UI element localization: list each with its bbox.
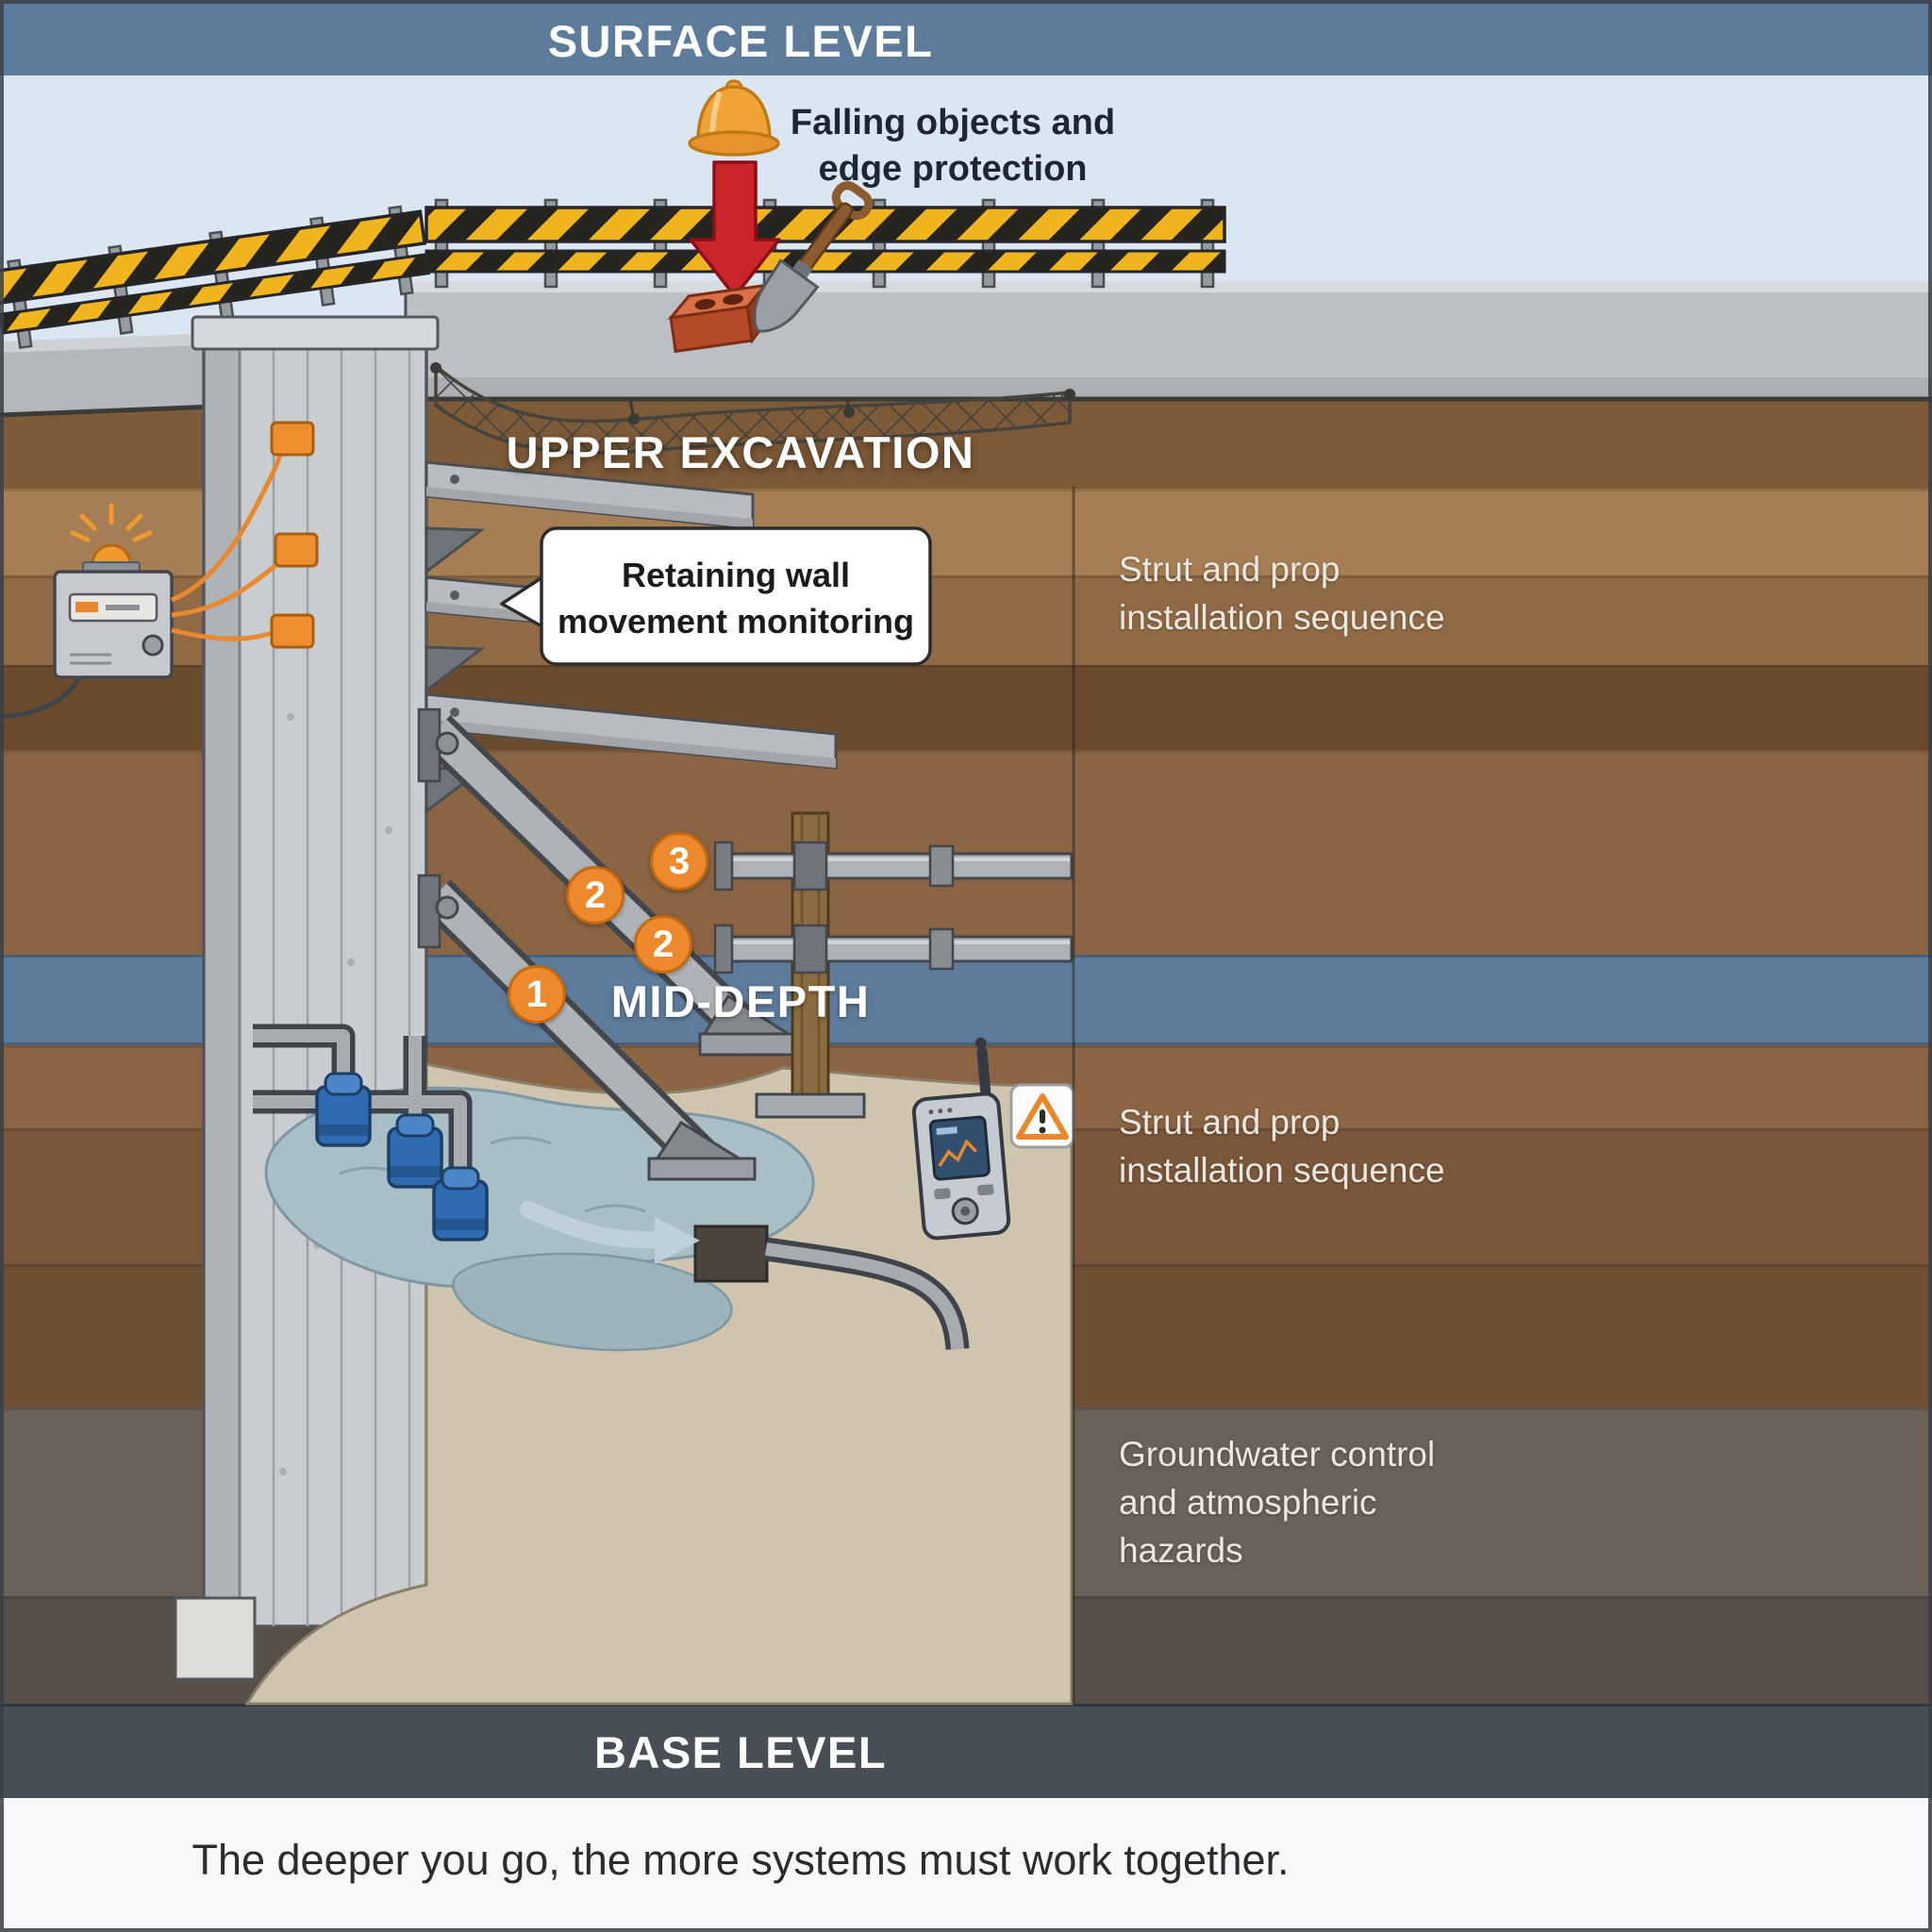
monitoring-bubble-line1: Retaining wall xyxy=(621,556,851,594)
hard-hat-icon xyxy=(688,79,780,157)
warning-triangle-icon xyxy=(1009,1083,1075,1149)
monitoring-bubble-line2: movement monitoring xyxy=(557,601,915,641)
submersible-pump-icon xyxy=(432,1166,489,1241)
horizontal-strut xyxy=(713,924,1074,974)
upper-excavation-title: UPPER EXCAVATION xyxy=(506,427,975,477)
safety-net-icon xyxy=(430,362,1075,455)
monitoring-bubble-text: Retaining wall movement monitoring xyxy=(541,553,930,645)
sequence-marker-2b: 2 xyxy=(634,915,692,974)
wall-footing xyxy=(174,1596,257,1681)
submersible-pump-icon xyxy=(387,1113,443,1189)
falling-objects-callout: Falling objects and edge protection xyxy=(774,100,1132,192)
submersible-pump-icon xyxy=(315,1072,372,1147)
sump-pit xyxy=(693,1224,769,1283)
sump-discharge-pipe xyxy=(764,1237,970,1351)
horizontal-strut xyxy=(713,841,1074,891)
strut-sequence-label-upper: Strut and prop installation sequence xyxy=(1119,550,1445,638)
speech-bubble xyxy=(500,526,932,666)
gas-detector-icon xyxy=(911,1037,1011,1241)
falling-object-arrow-icon xyxy=(689,160,781,298)
surface-level-title: SURFACE LEVEL xyxy=(547,16,934,66)
surface-slab xyxy=(404,281,1932,402)
shovel-icon xyxy=(753,181,874,333)
raker-strut xyxy=(417,874,757,1181)
sequence-marker-3: 3 xyxy=(650,832,708,891)
footer-band xyxy=(0,1798,1932,1932)
strut-sequence-label-mid: Strut and prop installation sequence xyxy=(1119,1103,1445,1191)
falling-objects-line1: Falling objects and xyxy=(790,103,1116,142)
falling-objects-line2: edge protection xyxy=(818,148,1088,189)
sequence-marker-1: 1 xyxy=(508,965,566,1024)
monitoring-box-icon xyxy=(0,503,174,720)
wall-sensor-icon xyxy=(270,421,319,649)
flow-arrow-icon xyxy=(520,1201,700,1264)
mid-depth-title: MID-DEPTH xyxy=(610,976,871,1026)
retaining-wall xyxy=(191,315,440,1628)
sequence-marker-2: 2 xyxy=(566,866,625,924)
left-hazard-barrier-icon xyxy=(0,205,431,350)
groundwater-label: Groundwater control and atmospheric haza… xyxy=(1119,1435,1436,1571)
surface-level-band xyxy=(0,0,1932,75)
alarm-beacon-icon xyxy=(70,503,153,573)
base-level-title: BASE LEVEL xyxy=(593,1727,888,1777)
footer-caption: The deeper you go, the more systems must… xyxy=(192,1836,1290,1884)
